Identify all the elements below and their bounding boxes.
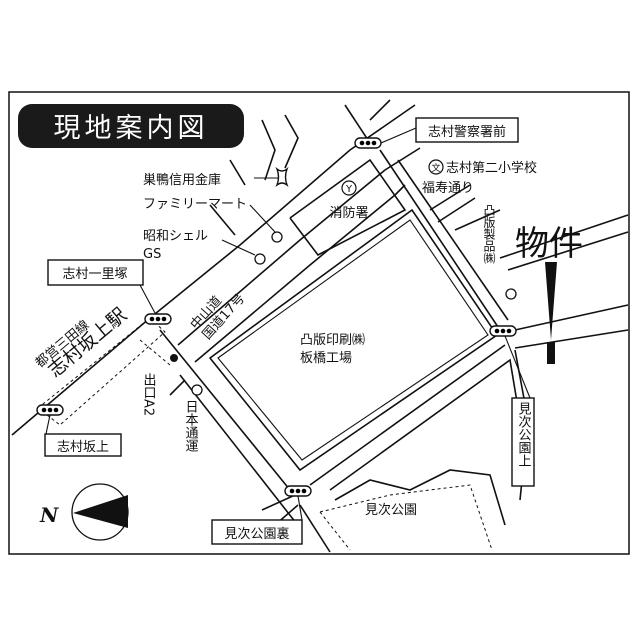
svg-text:消防署: 消防署 <box>329 205 368 221</box>
north-compass-icon: N <box>39 483 129 541</box>
station-passage <box>139 339 171 366</box>
roads <box>11 99 629 553</box>
school-icon <box>428 159 444 175</box>
exit-marker-icon <box>170 354 178 362</box>
svg-text:凸版製品㈱: 凸版製品㈱ <box>482 204 496 264</box>
toppan-products-icon <box>505 288 517 300</box>
signal-label-mitsugi-ura: 見次公園裏 <box>211 495 303 545</box>
svg-text:志村一里塚: 志村一里塚 <box>62 267 127 282</box>
svg-text:文: 文 <box>431 162 440 174</box>
svg-text:N: N <box>39 503 59 527</box>
bank-label: 巣鴨信用金庫 <box>143 172 221 188</box>
signal-icon <box>144 313 172 325</box>
fire-station-icon <box>341 180 357 196</box>
signal-label-police-front: 志村警察署前 <box>380 117 519 144</box>
landmarks: 巣鴨信用金庫 ファミリーマート 昭和シェル GS Y 消防署 文 志村第二小学校… <box>32 159 537 518</box>
traffic-signals <box>36 137 517 497</box>
svg-text:見次公園上: 見次公園上 <box>516 402 532 467</box>
svg-text:GS: GS <box>143 247 161 262</box>
svg-text:現地案内図: 現地案内図 <box>54 113 209 144</box>
signal-label-ichirizuka: 志村一里塚 <box>47 259 156 314</box>
shell-label: 昭和シェル <box>143 229 208 244</box>
svg-text:出口A2: 出口A2 <box>141 373 156 416</box>
nittsu-icon <box>191 384 203 396</box>
signal-label-mitsugi-ue: 見次公園上 <box>504 335 535 487</box>
svg-text:凸版印刷㈱: 凸版印刷㈱ <box>300 333 365 348</box>
svg-text:志村坂上: 志村坂上 <box>57 440 109 455</box>
familymart-label: ファミリーマート <box>143 197 247 212</box>
signal-icon <box>284 485 312 497</box>
property-marker: 物件 <box>515 224 583 364</box>
svg-text:見次公園裏: 見次公園裏 <box>224 526 289 542</box>
svg-text:板橋工場: 板橋工場 <box>300 351 352 366</box>
bank-icon <box>275 166 289 188</box>
signal-icon <box>489 325 517 337</box>
svg-text:志村警察署前: 志村警察署前 <box>428 124 506 140</box>
familymart-icon <box>271 231 283 243</box>
svg-text:物件: 物件 <box>515 224 583 264</box>
svg-text:見次公園: 見次公園 <box>365 502 417 518</box>
svg-text:日本通運: 日本通運 <box>183 400 199 452</box>
signal-icon <box>354 137 382 149</box>
svg-text:福寿通り: 福寿通り <box>422 181 474 196</box>
signal-label-sakaue: 志村坂上 <box>44 414 122 457</box>
gas-station-icon <box>254 253 266 265</box>
map-title: 現地案内図 <box>18 104 244 148</box>
signal-icon <box>36 404 64 416</box>
svg-text:Y: Y <box>345 184 353 195</box>
station-platform <box>37 317 166 426</box>
svg-text:志村第二小学校: 志村第二小学校 <box>446 160 537 176</box>
